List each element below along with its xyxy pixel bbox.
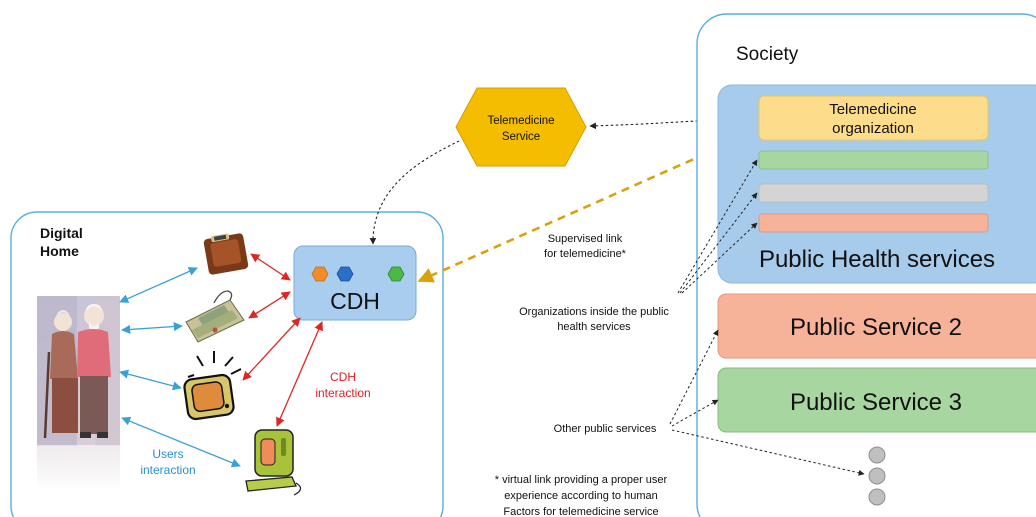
public-service-2[interactable]: Public Service 2 xyxy=(717,293,1036,359)
org-to-service-link xyxy=(589,117,759,130)
users-interaction-label-line2: interaction xyxy=(140,463,195,477)
orgs-note-arrow-2 xyxy=(679,192,758,294)
cdh-box[interactable]: CDH xyxy=(293,245,417,321)
public-service-3-label: Public Service 3 xyxy=(790,389,962,416)
users-interaction-label-line1: Users xyxy=(152,447,183,461)
footnote-line3: Factors for telemedicine service xyxy=(503,506,658,517)
health-organization-bar-salmon[interactable] xyxy=(758,213,989,233)
public-service-2-label: Public Service 2 xyxy=(790,314,962,341)
tv-icon xyxy=(183,351,242,421)
supervised-link-label-line2: for telemedicine* xyxy=(544,248,627,260)
organizations-note-line1: Organizations inside the public xyxy=(519,306,669,318)
telemedicine-service-label-line2: Service xyxy=(502,131,540,143)
supervised-link-label-line1: Supervised link xyxy=(548,233,623,245)
society-title: Society xyxy=(736,44,799,65)
hexagon-icon xyxy=(336,266,354,282)
health-organization-bar-green[interactable] xyxy=(758,150,989,170)
footnote-line1: * virtual link providing a proper user xyxy=(495,474,668,486)
organizations-note-line2: health services xyxy=(557,321,631,333)
elderly-couple-photo xyxy=(37,296,120,492)
footnote-line2: experience according to human xyxy=(504,490,657,502)
cdh-to-scale-link xyxy=(250,253,291,281)
users-to-scale-link xyxy=(119,267,198,303)
public-service-3[interactable]: Public Service 3 xyxy=(717,367,1036,433)
cdh-interaction-label-line1: CDH xyxy=(330,370,356,384)
orgs-note-arrow-3 xyxy=(681,222,758,294)
cdh-interaction-label-line2: interaction xyxy=(315,386,370,400)
telemedicine-service-label-line1: Telemedicine xyxy=(487,115,554,127)
users-to-tv-link xyxy=(119,369,182,391)
cdh-label: CDH xyxy=(330,288,380,314)
other-services-arrow-ps3 xyxy=(671,399,719,427)
computer-icon xyxy=(245,429,302,496)
orgs-note-arrow-1 xyxy=(677,159,758,294)
hexagon-icon xyxy=(311,266,329,282)
telemedicine-organization[interactable]: Telemedicine organization xyxy=(758,95,989,141)
digital-home-title-line1: Digital xyxy=(40,225,83,241)
scale-icon xyxy=(203,233,249,275)
telemedicine-org-label-line2: organization xyxy=(832,120,914,137)
telemedicine-org-label-line1: Telemedicine xyxy=(829,101,917,118)
health-organization-bar-gray[interactable] xyxy=(758,183,989,203)
telemedicine-service-node[interactable]: Telemedicine Service xyxy=(455,87,587,167)
cdh-to-computer-link xyxy=(276,321,323,427)
public-health-services-label: Public Health services xyxy=(759,246,995,273)
ellipsis-circles-icon xyxy=(868,446,886,506)
service-to-cdh-link xyxy=(369,140,460,245)
cdh-to-pda-link xyxy=(248,291,291,319)
users-to-computer-link xyxy=(121,416,241,468)
users-to-pda-link xyxy=(121,322,183,334)
hexagon-icon xyxy=(387,266,405,282)
other-public-services-label: Other public services xyxy=(554,423,657,435)
digital-home-title-line2: Home xyxy=(40,243,79,259)
